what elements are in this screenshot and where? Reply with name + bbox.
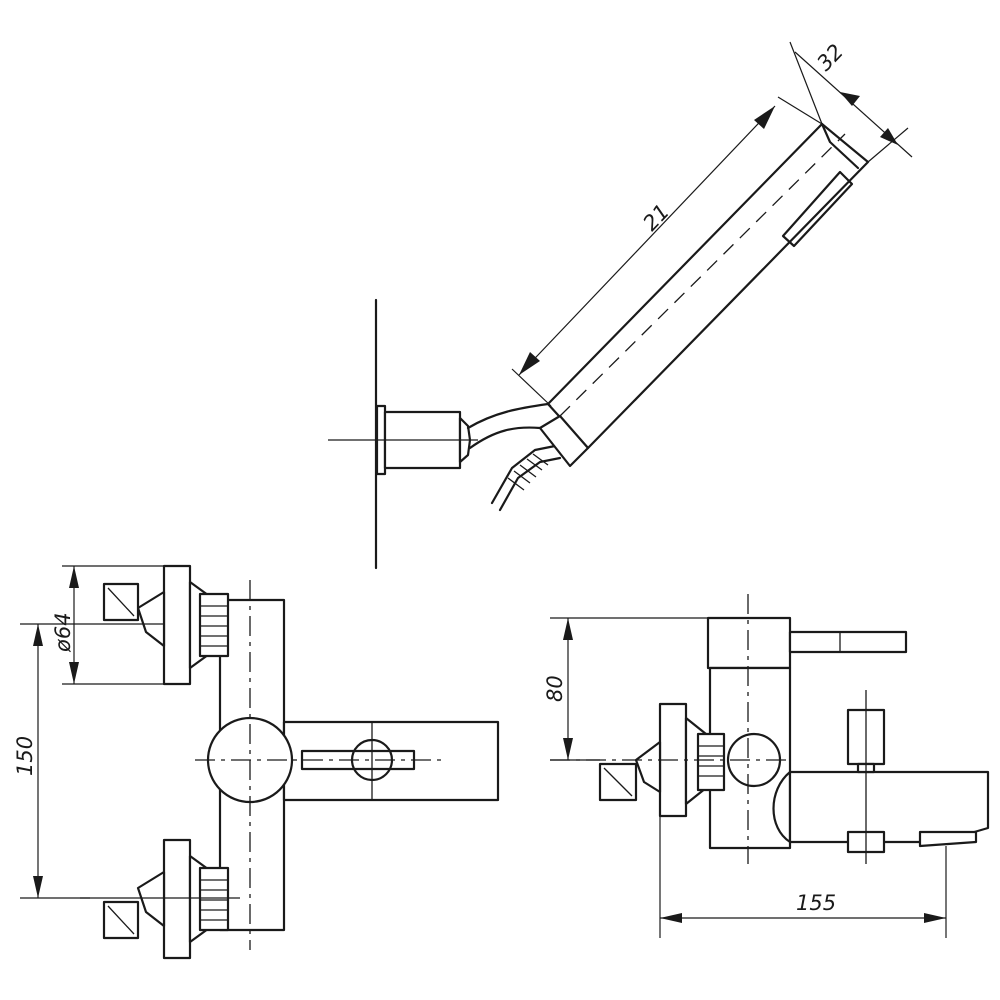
holder-arm-top (466, 402, 550, 430)
dim-label-center-distance: 150 (13, 736, 37, 776)
bottom-nut-threads (200, 879, 228, 921)
side-nut (696, 732, 726, 792)
handset (538, 122, 870, 468)
hose-line-a (490, 444, 557, 505)
dim-handset-diameter (789, 41, 913, 163)
handset-grip-end (538, 414, 590, 468)
dim-center-distance (20, 623, 164, 899)
dim-body-height (550, 617, 708, 761)
side-elbow (634, 740, 662, 794)
top-elbow (136, 590, 166, 648)
hose-line-b (498, 456, 562, 512)
dim-handset-length (511, 96, 823, 407)
front-view: ø64 150 (13, 564, 500, 960)
cartridge-housing (706, 616, 792, 670)
dim-label-handset-length: 21 (638, 200, 674, 236)
hose-ribs (507, 453, 549, 491)
dim-label-handset-diameter: 32 (812, 40, 848, 76)
dim-label-body-height: 80 (543, 675, 567, 702)
holder-arm-bottom (468, 426, 542, 450)
dim-label-spout-reach: 155 (796, 891, 836, 915)
side-lever (788, 630, 908, 654)
side-nut-threads (698, 745, 724, 777)
spout-curve (772, 770, 792, 844)
bottom-elbow (136, 870, 166, 928)
dim-spout-reach (659, 816, 947, 938)
top-nut (198, 592, 230, 658)
top-nut-threads (200, 605, 228, 647)
handset-axis (559, 133, 846, 417)
top-connector (102, 564, 230, 686)
bottom-flange (162, 838, 192, 960)
side-view: 80 155 (543, 594, 990, 938)
aerator (918, 830, 978, 848)
hand-shower-view: 21 32 (328, 40, 913, 570)
bottom-connector (102, 838, 230, 960)
top-flange (162, 564, 192, 686)
handset-body (546, 122, 870, 450)
handset-slot (781, 170, 854, 248)
bottom-nut (198, 866, 230, 932)
dim-connection-diameter (62, 565, 170, 685)
handset-head-edge (820, 122, 860, 170)
dim-label-connection-diameter: ø64 (51, 612, 75, 653)
